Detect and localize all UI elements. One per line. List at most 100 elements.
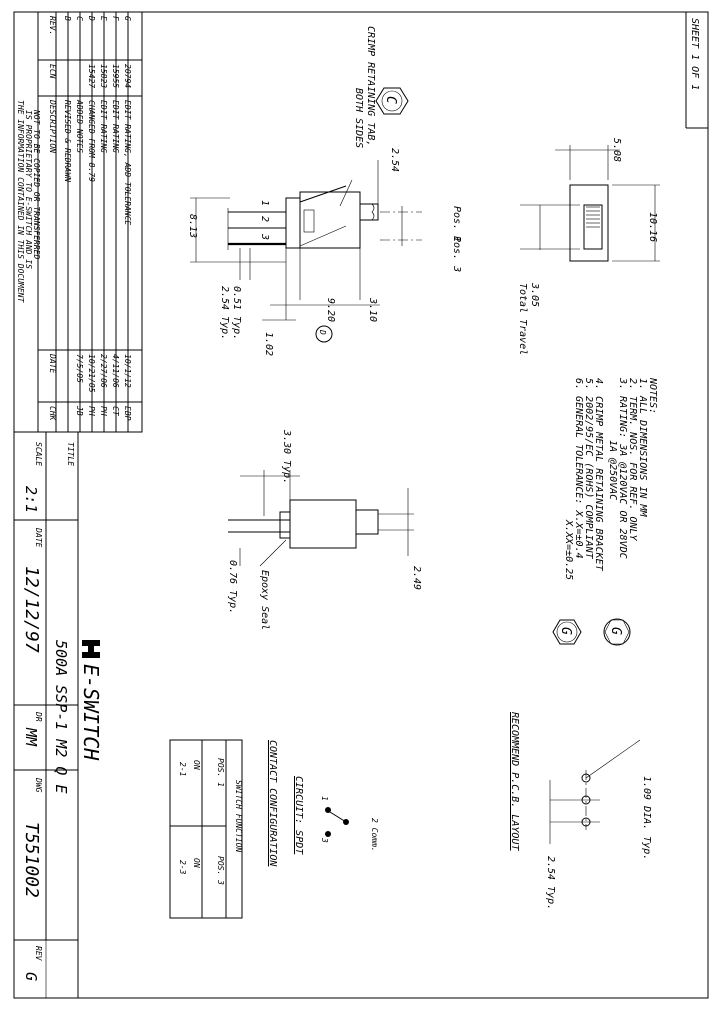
revision-cell-2-3: 2/27/06 [99, 354, 108, 388]
revision-cell-5-2: REVISED & REDRAWN [63, 100, 72, 182]
dim-9-20-tag-label: D [318, 329, 327, 335]
dim-2-49: 2.49 [411, 566, 422, 590]
note-tag-g-1-label: G [608, 627, 623, 635]
revision-cell-3-2: CHANGED FROM 8.79 [87, 100, 96, 182]
proprietary-line-1: THE INFORMATION CONTAINED IN THIS DOCUME… [16, 100, 25, 303]
circuit-1: 1 [320, 796, 329, 801]
contact-pos1: POS. 1 [216, 758, 225, 787]
dr-label: DR [34, 711, 43, 722]
dim-3-30: 3.30 Typ. [281, 429, 292, 484]
rev-label: REV [34, 946, 43, 962]
revision-cell-5-0: B [63, 16, 72, 21]
circuit-3: 3 [320, 837, 329, 843]
note-2: 2. TERM. NOS. FOR REF. ONLY [627, 378, 638, 542]
pcb-heading: RECOMMEND P.C.B. LAYOUT [509, 712, 520, 851]
dim-0-51: 0.51 Typ. [231, 286, 242, 340]
revision-header-4: CHK [48, 406, 57, 422]
title-block: SCALE 2:1 DATE 12/12/97 DR MM DWG T55100… [13, 400, 143, 999]
pcb-pitch: 2.54 Typ. [545, 856, 556, 910]
revision-cell-2-4: PH [99, 406, 108, 416]
revision-header-3: DATE [48, 353, 57, 373]
revision-cell-0-2: EDIT RATING, ADD TOLERANCE [123, 100, 132, 225]
notes-block: NOTES: 1. ALL DIMENSIONS IN MM 2. TERM. … [552, 377, 658, 646]
dwg-value: T551002 [21, 822, 42, 898]
circuit-heading: CIRCUIT: SPDT [293, 776, 304, 855]
revision-cell-3-4: PH [87, 406, 96, 416]
revision-cell-2-0: E [99, 16, 108, 21]
contact-table: CONTACT CONFIGURATION SWITCH FUNCTION PO… [169, 739, 278, 919]
title-label: TITLE [66, 442, 75, 466]
revision-cell-2-1: 15823 [99, 64, 108, 88]
circuit-comm: 2 Comm. [370, 818, 379, 852]
proprietary-line-3: NOT TO BE COPIED OR TRANSFERRED [32, 109, 41, 259]
revision-cell-1-2: EDIT RATING [111, 100, 120, 153]
note-tag-g-2: G [552, 619, 582, 645]
dim-travel: 3.05 [529, 282, 540, 307]
crimp-tag: C [375, 87, 409, 115]
revision-cell-4-0: C [75, 16, 84, 21]
revision-cell-0-3: 10/1/12 [123, 354, 132, 388]
revision-header-1: ECN [48, 64, 57, 79]
pin-3: 3 [259, 233, 270, 240]
sheet-number: SHEET 1 OF 1 [689, 18, 700, 90]
dim-length: 10.16 [647, 212, 658, 242]
dim-9-20-tag: D [315, 325, 333, 343]
contact-on-3: ON [192, 858, 201, 868]
revision-cell-1-4: CT [111, 406, 120, 417]
pos-1-label: Pos. 1 [451, 206, 462, 242]
contact-heading: CONTACT CONFIGURATION [267, 740, 278, 867]
revision-cell-0-1: 20794 [123, 64, 132, 88]
dim-9-20: 9.20 [325, 298, 336, 322]
revision-cell-1-0: F [111, 16, 120, 21]
crimp-tag-label: C [383, 96, 398, 104]
proprietary-line-2: IS PROPRIETARY TO E-SWITCH AND IS [24, 110, 33, 269]
pin-2: 2 [259, 216, 270, 222]
revision-cell-1-3: 4/11/06 [111, 354, 120, 388]
notes-heading: NOTES: [647, 377, 658, 414]
dim-1-02: 1.02 [263, 332, 274, 356]
dim-0-76: 0.76 Typ. [227, 560, 238, 614]
note-4: 4. CRIMP METAL RETAINING BRACKET [593, 378, 604, 572]
top-view: 10.16 5.08 3.05 Total Travel [517, 138, 660, 355]
rev-value: G [22, 972, 40, 981]
date-value: 12/12/97 [21, 566, 42, 653]
pin-1: 1 [259, 200, 270, 206]
scale-label: SCALE [34, 442, 43, 466]
crimp-label-1: CRIMP RETAINING TAB, [365, 26, 376, 146]
end-view: 3.30 Typ. 2.49 0.76 Typ. Epoxy Seal [227, 429, 422, 630]
revision-cell-0-4: EBP [123, 406, 132, 421]
circuit-block: CIRCUIT: SPDT 2 Comm. 1 3 [293, 776, 379, 855]
pcb-dia: 1.09 DIA. Typ. [641, 776, 652, 860]
note-6: 6. GENERAL TOLERANCE: X.X=±0.4 [573, 378, 584, 559]
dim-width: 5.08 [611, 138, 622, 162]
note-3b: 1A @250VAC [607, 440, 618, 500]
note-6b: X.XX=±0.25 [563, 519, 574, 580]
revision-cell-4-4: JB [75, 405, 84, 416]
date-label: DATE [34, 527, 43, 547]
note-1: 1. ALL DIMENSIONS IN MM [637, 378, 648, 517]
revision-cell-4-3: 7/5/05 [75, 354, 84, 383]
revision-cell-3-3: 10/21/05 [87, 354, 96, 393]
pos-3-label: Pos. 3 [451, 236, 462, 272]
revision-cell-0-0: G [123, 16, 132, 21]
revision-cell-2-2: EDIT RATING [99, 100, 108, 153]
dr-value: MM [22, 727, 40, 747]
dim-3-10: 3.10 [367, 297, 378, 322]
revision-cell-4-2: ADDED NOTES [75, 99, 84, 153]
note-5: 5. 2002/95/EC (ROHS) COMPLIANT [583, 378, 594, 560]
scale-value: 2:1 [22, 486, 40, 513]
travel-label: Total Travel [517, 283, 528, 355]
revision-cell-3-0: D [87, 15, 96, 21]
revision-cell-3-1: 15427 [87, 64, 96, 88]
dwg-label: DWG [34, 777, 43, 793]
contact-2-1: 2-1 [178, 762, 187, 776]
dim-2-54: 2.54 [389, 148, 400, 172]
part-title: 500A SSP-1 M2 Q E [52, 640, 70, 794]
dim-2-54-typ: 2.54 Typ. [219, 286, 230, 340]
sheet-number-box: SHEET 1 OF 1 [685, 12, 708, 129]
contact-pos3: POS. 3 [216, 856, 225, 885]
side-view: 1 2 3 Pos. 1 Pos. 3 C CRIMP RETAINING TA… [187, 26, 462, 356]
epoxy-label: Epoxy Seal [259, 570, 270, 630]
note-3: 3. RATING: 3A @120VAC OR 28VDC [617, 377, 628, 559]
